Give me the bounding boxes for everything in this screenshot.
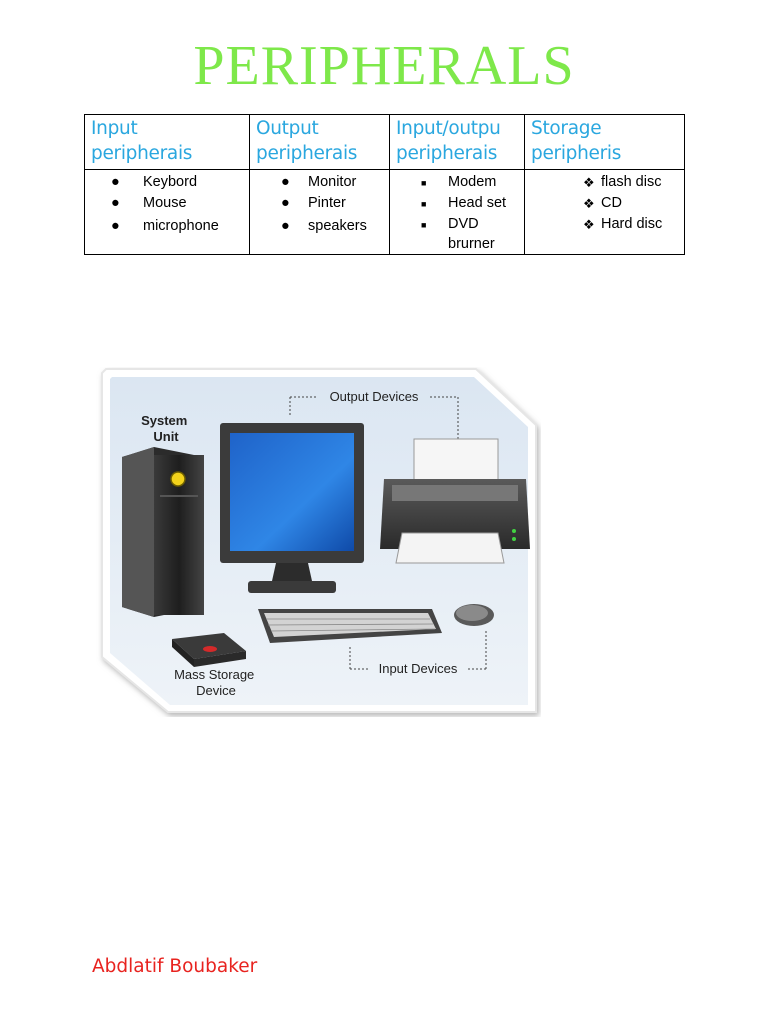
bullet-icon: ● [281,195,290,211]
storage-list: ❖flash disc ❖CD ❖Hard disc [529,172,680,235]
square-bullet-icon: ■ [421,199,427,209]
header-output: Output peripherais [249,114,390,170]
mass-storage-line2: Device [196,683,236,698]
system-unit-line1: System [141,413,187,428]
bullet-icon: ● [111,218,120,234]
output-devices-label: Output Devices [330,389,419,404]
header-io-label: Input/outpu peripherais [396,118,501,164]
keyboard-icon [258,609,442,643]
output-cell: ●Monitor ●Pinter ●speakers [249,169,390,255]
output-list: ●Monitor ●Pinter ●speakers [254,172,385,237]
list-item: ■Head set [394,193,520,214]
bullet-icon: ● [281,218,290,234]
list-item: ●speakers [254,216,385,237]
mouse-icon [454,604,494,626]
printer-icon [380,438,530,564]
list-item: ●Mouse [89,193,245,214]
io-cell: ■Modem ■Head set ■DVD brurner [389,169,525,255]
system-unit-icon [122,447,204,617]
header-input: Input peripherais [84,114,250,170]
list-item: ■DVD brurner [421,216,495,252]
peripherals-table: Input peripherais Output peripherais Inp… [84,114,685,255]
monitor-icon [220,423,364,593]
diamond-bullet-icon: ❖ [583,175,595,190]
square-bullet-icon: ■ [421,220,427,230]
computer-system-illustration: System Unit Output Devices [101,368,537,713]
header-storage-label: Storage peripheris [531,118,622,164]
output-devices-bracket [289,396,459,439]
input-devices-bracket [349,631,487,670]
square-bullet-icon: ■ [421,178,427,188]
header-output-label: Output peripherais [256,118,358,164]
page-title: PERIPHERALS [193,35,575,97]
input-list: ●Keybord ●Mouse ●microphone [89,172,245,237]
list-item: ❖Hard disc [529,214,680,235]
bullet-icon: ● [111,195,120,211]
list-item: ❖CD [529,193,680,214]
header-storage: Storage peripheris [524,114,685,170]
table-header-row: Input peripherais Output peripherais Inp… [84,114,685,170]
list-item: ●microphone [89,216,245,237]
diamond-bullet-icon: ❖ [583,217,595,232]
system-unit-line2: Unit [153,429,179,444]
mass-storage-line1: Mass Storage [174,667,254,682]
bullet-icon: ● [281,174,290,190]
header-input-label: Input peripherais [91,118,193,164]
header-io: Input/outpu peripherais [389,114,525,170]
input-devices-label: Input Devices [379,661,458,676]
list-item: ■Modem [394,172,520,193]
storage-cell: ❖flash disc ❖CD ❖Hard disc [524,169,685,255]
mass-storage-icon [172,633,246,667]
input-cell: ●Keybord ●Mouse ●microphone [84,169,250,255]
list-item: ●Pinter [254,193,385,214]
table-body-row: ●Keybord ●Mouse ●microphone ●Monitor ●Pi… [84,169,685,255]
list-item: ❖flash disc [529,172,680,193]
diamond-bullet-icon: ❖ [583,196,595,211]
list-item: ●Keybord [89,172,245,193]
author-name: Abdlatif Boubaker [92,956,258,977]
system-unit-label: System Unit [141,413,191,444]
bullet-icon: ● [111,174,120,190]
list-item: ●Monitor [254,172,385,193]
io-list: ■Modem ■Head set ■DVD brurner [394,172,520,254]
mass-storage-label: Mass Storage Device [174,667,258,698]
